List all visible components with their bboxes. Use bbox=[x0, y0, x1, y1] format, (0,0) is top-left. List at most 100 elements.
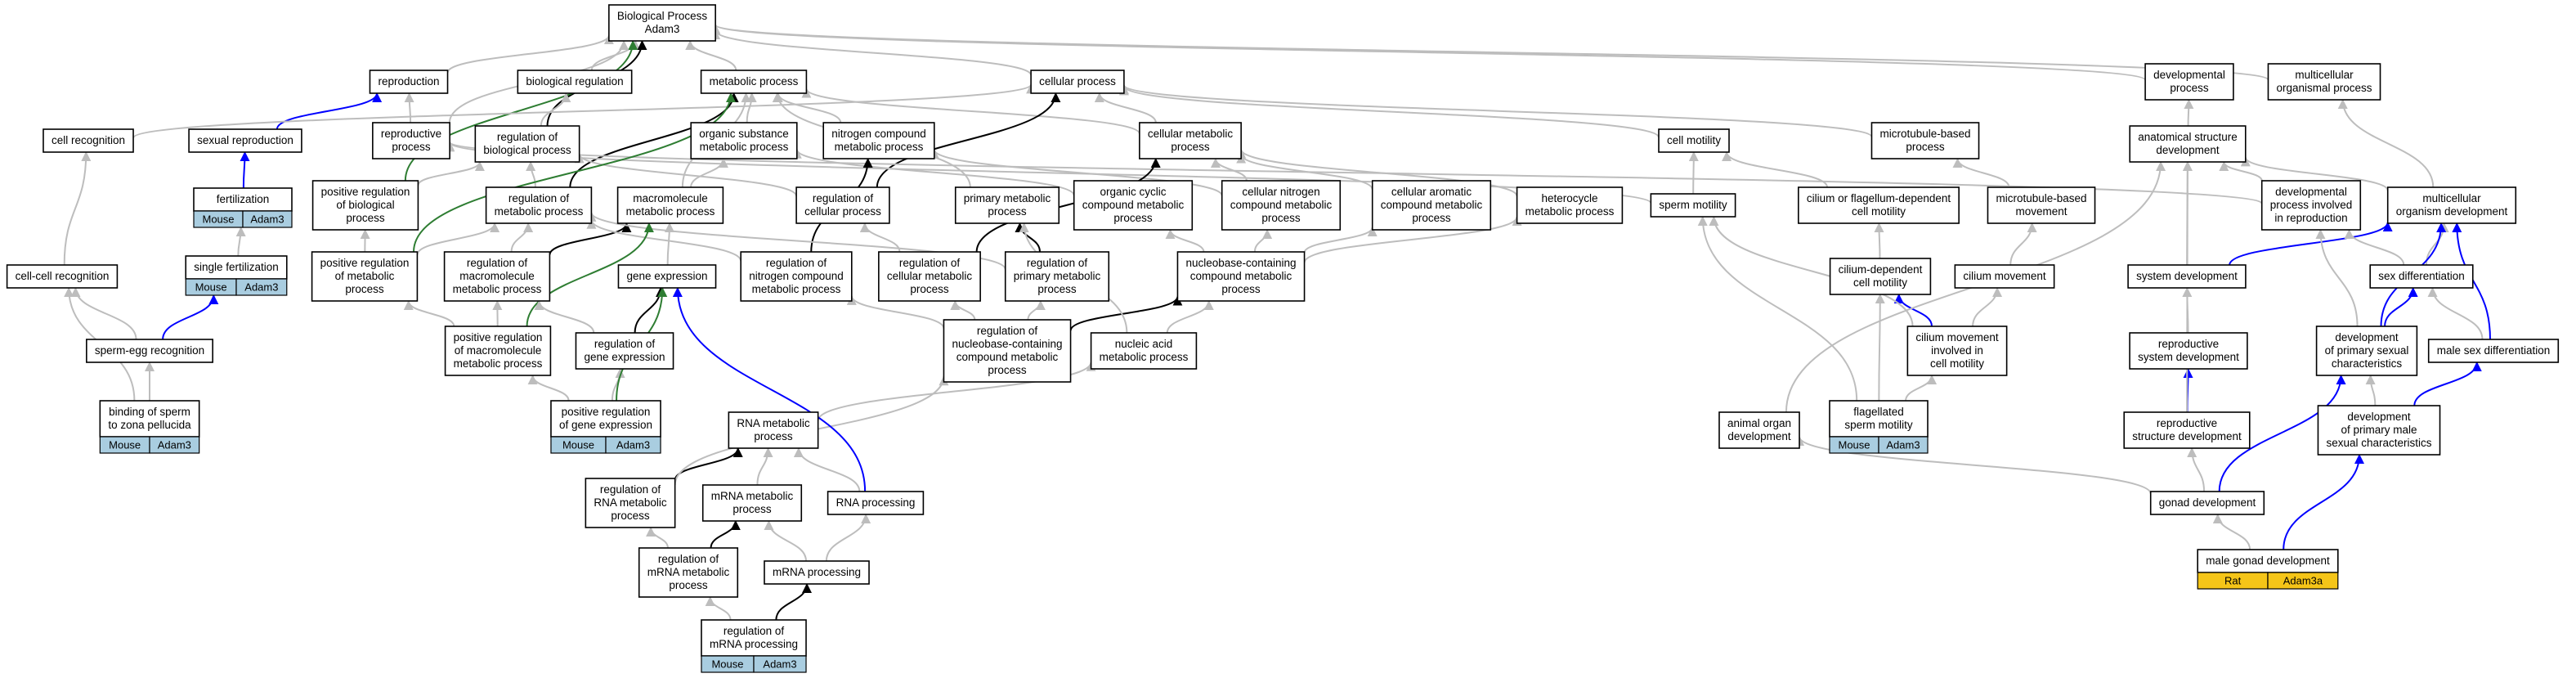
go-term-node[interactable]: gonad development bbox=[2149, 491, 2265, 515]
node-label: organic substance bbox=[699, 128, 789, 140]
node-label: of metabolic bbox=[335, 270, 395, 282]
node-label: metabolic process bbox=[453, 283, 542, 295]
node-label: biological regulation bbox=[526, 75, 623, 88]
regulates-edge bbox=[975, 158, 1161, 253]
go-term-node[interactable]: biological regulation bbox=[517, 70, 633, 94]
is-a-edge bbox=[646, 527, 669, 549]
gene-label: Adam3a bbox=[2283, 575, 2323, 587]
node-box bbox=[1906, 326, 2008, 376]
node-label: positive regulation bbox=[320, 257, 410, 269]
node-label: process involved bbox=[2270, 199, 2353, 211]
go-term-node[interactable]: cell motility bbox=[1658, 128, 1730, 153]
node-box bbox=[443, 251, 551, 302]
go-term-node[interactable]: mRNA processing bbox=[764, 560, 870, 585]
species-label: Mouse bbox=[202, 213, 234, 226]
node-label: reproductive bbox=[381, 128, 441, 140]
is-a-edge bbox=[791, 148, 1075, 196]
go-term-node[interactable]: system development bbox=[2127, 264, 2247, 289]
go-term-node[interactable]: sperm-egg recognition bbox=[86, 339, 213, 363]
node-box bbox=[193, 187, 293, 212]
node-box bbox=[1718, 411, 1800, 449]
node-box bbox=[1829, 400, 1929, 438]
node-label: regulation of bbox=[766, 257, 827, 269]
go-term-node[interactable]: sperm motility bbox=[1650, 193, 1736, 218]
node-label: process bbox=[732, 503, 772, 515]
node-label: positive regulation bbox=[321, 186, 410, 198]
is-a-edge bbox=[685, 40, 737, 71]
go-term-node[interactable]: cilium movement bbox=[1954, 264, 2055, 289]
go-term-node[interactable]: metabolic process bbox=[700, 70, 808, 94]
go-term-node[interactable]: reproduction bbox=[369, 70, 449, 94]
go-term-node[interactable]: male sex differentiation bbox=[2427, 339, 2560, 363]
node-box bbox=[1658, 128, 1730, 153]
go-term-node[interactable]: sexual reproduction bbox=[188, 128, 302, 153]
go-term-node[interactable]: regulation ofnucleobase-containingcompou… bbox=[943, 319, 1072, 383]
go-term-node[interactable]: sex differentiation bbox=[2369, 264, 2474, 289]
go-term-node[interactable]: RNA processing bbox=[827, 491, 925, 515]
is-a-edge bbox=[526, 161, 536, 188]
go-term-node[interactable]: cell recognition bbox=[43, 128, 134, 153]
node-label: reproductive bbox=[2158, 338, 2219, 350]
is-a-edge bbox=[1709, 216, 1914, 327]
go-term-node[interactable]: gene expression bbox=[617, 264, 717, 289]
node-box bbox=[86, 339, 213, 363]
go-term-node[interactable]: cellular process bbox=[1030, 70, 1125, 94]
node-label: process bbox=[611, 510, 650, 522]
node-label: developmental bbox=[2275, 186, 2347, 198]
is-a-edge bbox=[1119, 83, 1873, 138]
node-box bbox=[764, 560, 870, 585]
go-term-node[interactable]: cell-cell recognition bbox=[6, 264, 119, 289]
